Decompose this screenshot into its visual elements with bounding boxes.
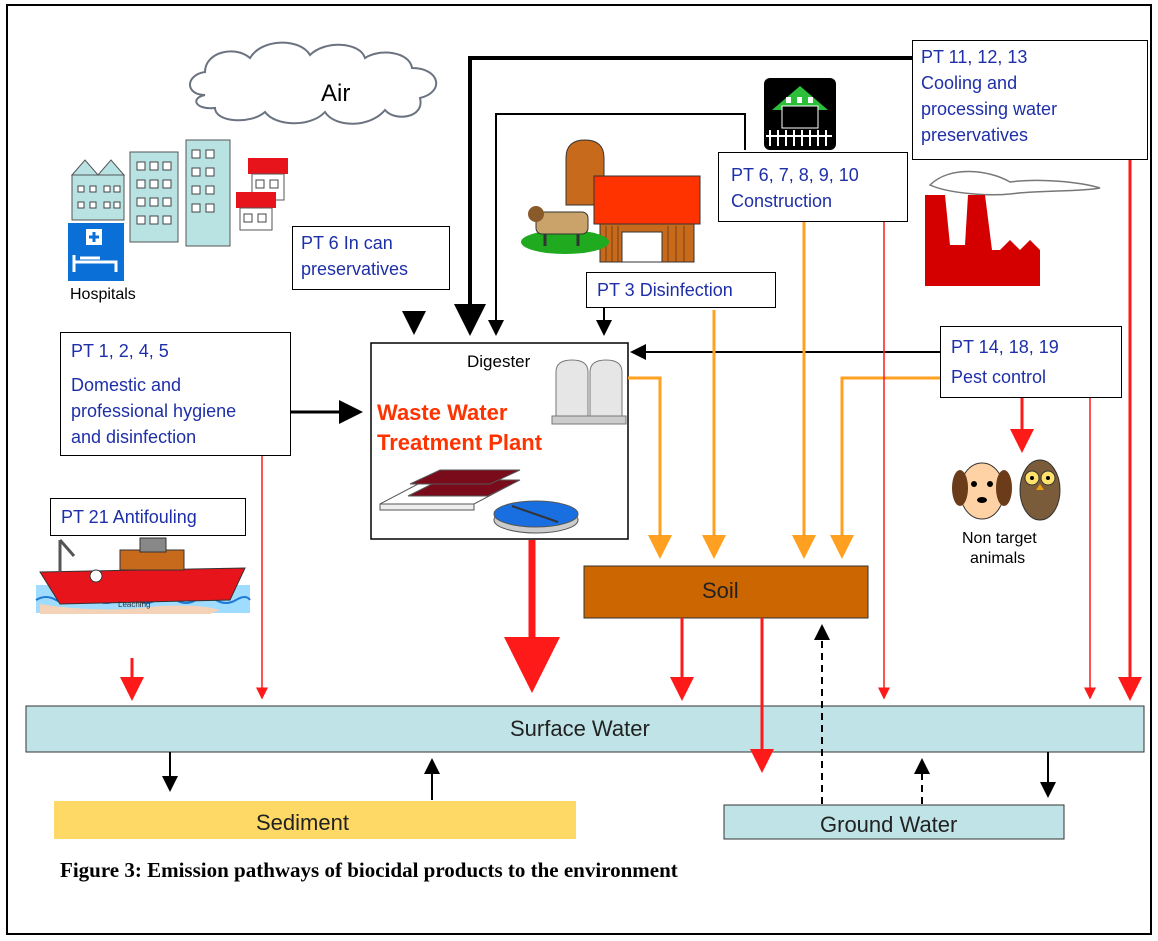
farm-icon — [521, 139, 701, 263]
pt14-19-line2: Pest control — [951, 367, 1047, 387]
digester-tanks-icon — [551, 359, 627, 425]
pt3-box: PT 3 Disinfection — [586, 272, 776, 308]
sediment-box — [54, 801, 576, 839]
red-arrows-to-surface-water — [120, 160, 1142, 773]
black-connector-lines — [291, 56, 940, 424]
non-target-line2: animals — [970, 550, 1026, 567]
hospital-buildings-icon — [70, 139, 288, 247]
pt11-13-line3: processing water — [921, 99, 1058, 119]
pt1245-line1: PT 1, 2, 4, 5 — [71, 341, 169, 361]
pt14-19-line1: PT 14, 18, 19 — [951, 337, 1059, 357]
pt6-10-line2: Construction — [731, 191, 833, 211]
pt1245-line4: and disinfection — [71, 427, 197, 447]
factory-icon — [925, 170, 1101, 286]
pt6-in-can-line2: preservatives — [301, 259, 409, 279]
soil-label: Soil — [702, 578, 739, 603]
pt11-13-line2: Cooling and — [921, 73, 1018, 93]
dog-owl-icon — [952, 459, 1061, 521]
surface-water-label: Surface Water — [510, 716, 650, 741]
pt6-in-can-line1: PT 6 In can — [301, 233, 393, 253]
sediment-label: Sediment — [256, 810, 349, 835]
non-target-line1: Non target — [962, 530, 1037, 547]
ground-water-box — [723, 804, 1065, 840]
clarifier-icon — [379, 469, 579, 534]
pt11-13-line1: PT 11, 12, 13 — [921, 47, 1028, 67]
pt21-label: PT 21 Antifouling — [61, 507, 197, 527]
pt6-in-can-box: PT 6 In can preservatives — [292, 226, 450, 290]
pt21-box: PT 21 Antifouling — [50, 498, 246, 536]
wwtp-title-line2: Treatment Plant — [377, 430, 543, 455]
pt1245-line2: Domestic and — [71, 375, 182, 395]
pt1245-line3: professional hygiene — [71, 401, 237, 421]
wwtp-title-line1: Waste Water — [377, 400, 508, 425]
pt11-13-box: PT 11, 12, 13 Cooling and processing wat… — [912, 40, 1148, 160]
orange-arrows-to-soil — [628, 220, 940, 559]
ship-icon — [35, 537, 251, 614]
surface-water-box — [25, 705, 1145, 753]
digester-label: Digester — [467, 352, 531, 371]
pt3-label: PT 3 Disinfection — [597, 280, 733, 300]
pt1245-box: PT 1, 2, 4, 5 Domestic and professional … — [60, 332, 291, 456]
figure-caption: Figure 3: Emission pathways of biocidal … — [60, 858, 678, 882]
hospitals-label: Hospitals — [70, 286, 136, 303]
soil-box — [583, 565, 869, 619]
ground-water-label: Ground Water — [820, 812, 958, 837]
hospital-bed-icon — [68, 223, 124, 281]
leaching-label: Leaching — [118, 600, 151, 609]
black-arrows-lower — [162, 624, 1056, 804]
air-cloud — [189, 41, 438, 125]
house-icon — [764, 78, 836, 150]
figure-frame — [6, 4, 1152, 935]
pt6-10-box: PT 6, 7, 8, 9, 10 Construction — [718, 152, 908, 222]
pt6-10-line1: PT 6, 7, 8, 9, 10 — [731, 165, 859, 185]
pt14-19-box: PT 14, 18, 19 Pest control — [940, 326, 1122, 398]
pt11-13-line4: preservatives — [921, 125, 1029, 145]
air-label: Air — [321, 80, 351, 107]
